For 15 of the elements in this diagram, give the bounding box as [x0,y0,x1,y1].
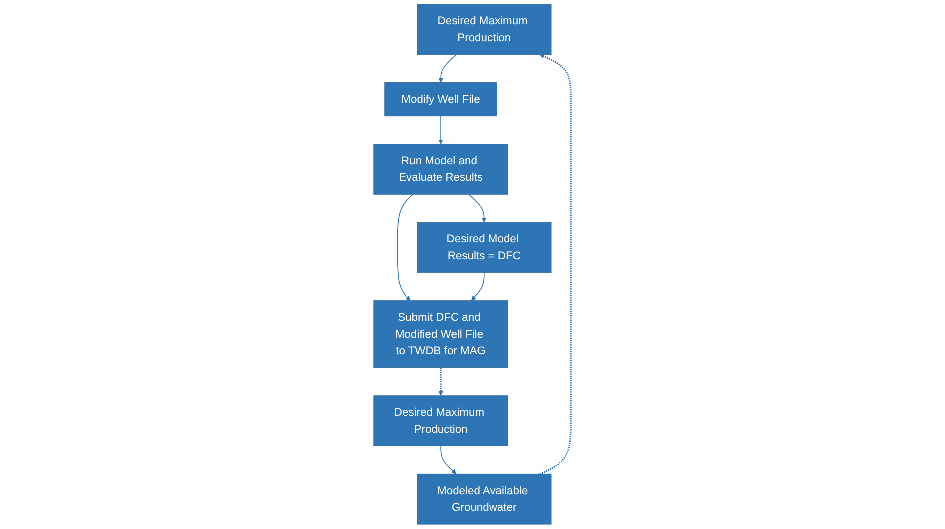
node-box: Modify Well File [384,82,498,117]
node-box: Run Model and Evaluate Results [374,144,508,195]
node-box: Desired Maximum Production [374,396,508,447]
arrow [468,194,487,223]
arrow [438,368,444,396]
arrow [397,194,414,302]
node-box: Modeled Available Groundwater [417,474,552,525]
node-box: Desired Model Results = DFC [417,222,552,274]
arrow [440,446,457,474]
arrow [540,54,572,475]
arrow [438,54,457,83]
node-box: Submit DFC and Modified Well File to TWDB for MAG [374,300,508,368]
arrow [471,272,485,302]
node-box: Desired Maximum Production [417,4,552,56]
arrow [438,116,444,144]
